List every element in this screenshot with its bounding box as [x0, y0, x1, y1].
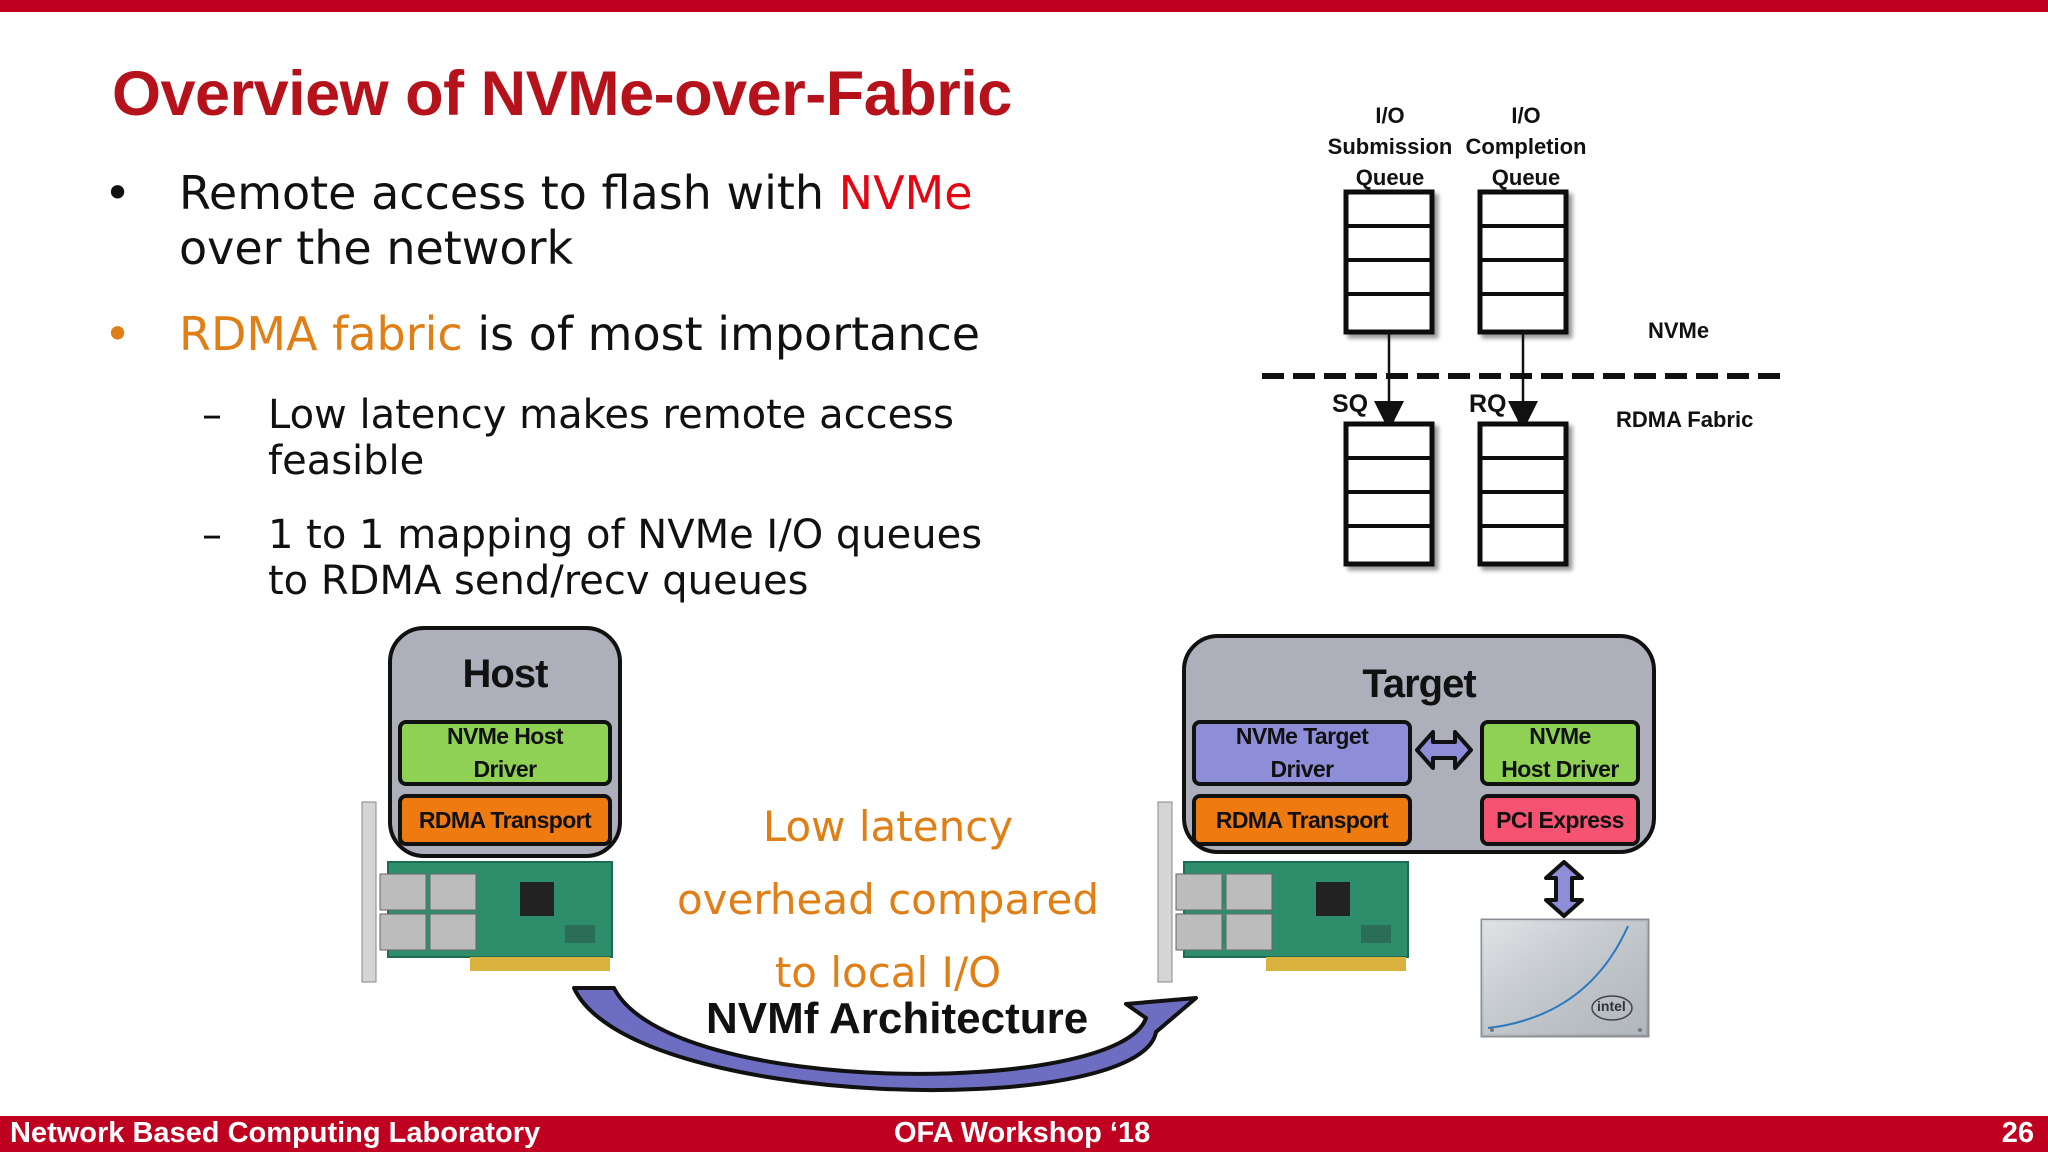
subbullet-line1: Low latency makes remote access [268, 392, 954, 438]
send-queue-rdma [1343, 421, 1435, 567]
block-label: Driver [473, 756, 537, 782]
cq-header-line: I/O [1511, 103, 1541, 128]
host-rdma-transport-block: RDMA Transport [398, 794, 612, 846]
bullet-text: Remote access to flash with [179, 166, 839, 220]
cq-header-line: Completion [1465, 134, 1587, 159]
driver-bidirectional-arrow [1415, 730, 1473, 770]
queue-diagram [1262, 189, 1788, 567]
block-label: Host Driver [1501, 756, 1619, 782]
ssd-brand-label: intel [1597, 998, 1626, 1014]
rq-label: RQ [1469, 390, 1507, 418]
completion-queue-host [1477, 189, 1569, 335]
host-to-target-curved-arrow [572, 986, 1198, 1093]
target-title: Target [1362, 662, 1476, 706]
nvme-layer-label: NVMe [1648, 318, 1710, 343]
target-nvme-host-driver-block: NVMe Host Driver [1480, 720, 1640, 786]
block-label: NVMe Target [1235, 723, 1369, 749]
intel-ssd-image [1480, 918, 1650, 1038]
subbullet-marker: – [202, 392, 222, 438]
footer-bar: Network Based Computing Laboratory OFA W… [0, 1116, 2048, 1152]
block-label: NVMe [1529, 723, 1591, 749]
latency-note-line: Low latency [762, 802, 1014, 851]
footer-event: OFA Workshop ‘18 [894, 1117, 1151, 1149]
target-network-adapter-image [1157, 801, 1409, 983]
subbullet-low-latency: Low latency makes remote access feasible [268, 392, 954, 484]
bullet-highlight-rdma: RDMA fabric [179, 307, 463, 361]
recv-queue-rdma [1477, 421, 1569, 567]
subbullet-marker: – [202, 512, 222, 558]
sq-header-line: I/O [1375, 103, 1405, 128]
pci-express-block: PCI Express [1480, 794, 1640, 846]
architecture-caption: NVMf Architecture [706, 994, 1089, 1043]
block-label: Driver [1270, 756, 1334, 782]
latency-note-line: to local I/O [774, 948, 1002, 997]
bullet-remote-access: Remote access to flash with NVMe over th… [179, 166, 973, 276]
footer-lab-name: Network Based Computing Laboratory [10, 1117, 541, 1149]
bullet-marker: • [104, 166, 132, 220]
sq-header-line: Submission [1327, 134, 1453, 159]
pcie-ssd-bidirectional-arrow [1544, 860, 1584, 918]
target-box: Target NVMe Target Driver NVMe Host Driv… [1182, 634, 1656, 854]
bullet-highlight-nvme: NVMe [838, 166, 973, 220]
subbullet-line2: to RDMA send/recv queues [268, 558, 809, 604]
slide-title: Overview of NVMe-over-Fabric [112, 59, 1012, 129]
subbullet-mapping: 1 to 1 mapping of NVMe I/O queues to RDM… [268, 512, 982, 604]
nvme-host-driver-block: NVMe Host Driver [398, 720, 612, 786]
bullet-marker: • [104, 307, 132, 361]
bullet-text: is of most importance [462, 307, 981, 361]
rdma-layer-label: RDMA Fabric [1616, 407, 1754, 432]
target-rdma-transport-block: RDMA Transport [1192, 794, 1412, 846]
latency-note: Low latency overhead compared to local I… [640, 790, 1136, 1009]
sq-label: SQ [1332, 390, 1369, 418]
top-accent-bar [0, 0, 2048, 12]
latency-note-line: overhead compared [676, 875, 1100, 924]
footer-page-number: 26 [2001, 1117, 2034, 1149]
block-label: NVMe Host [446, 723, 564, 749]
cq-header: I/O Completion Queue [1446, 100, 1606, 193]
host-box: Host NVMe Host Driver RDMA Transport [388, 626, 622, 858]
subbullet-line1: 1 to 1 mapping of NVMe I/O queues [268, 512, 983, 558]
bullet-rdma-fabric: RDMA fabric is of most importance [179, 307, 980, 362]
host-network-adapter-image [361, 801, 613, 983]
subbullet-line2: feasible [268, 438, 425, 484]
submission-queue-host [1343, 189, 1435, 335]
bullet-text-line2: over the network [179, 221, 574, 275]
cq-header-line: Queue [1491, 165, 1561, 190]
nvme-target-driver-block: NVMe Target Driver [1192, 720, 1412, 786]
sq-header-line: Queue [1355, 165, 1425, 190]
sq-header: I/O Submission Queue [1310, 100, 1470, 193]
host-title: Host [462, 652, 549, 696]
